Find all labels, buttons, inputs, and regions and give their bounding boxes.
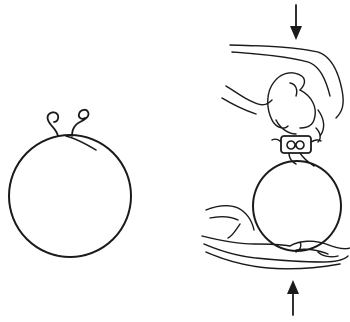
compressed-ring-body (253, 161, 341, 251)
free-ring-body (9, 135, 131, 257)
compressed-ring-scene (202, 5, 350, 315)
up-arrow-icon (287, 280, 299, 315)
down-arrow-icon (290, 5, 302, 40)
upper-hand (222, 45, 343, 142)
free-ring-spring (9, 110, 131, 257)
free-ring-right-eye (72, 110, 89, 136)
free-ring-left-eye (48, 112, 59, 136)
